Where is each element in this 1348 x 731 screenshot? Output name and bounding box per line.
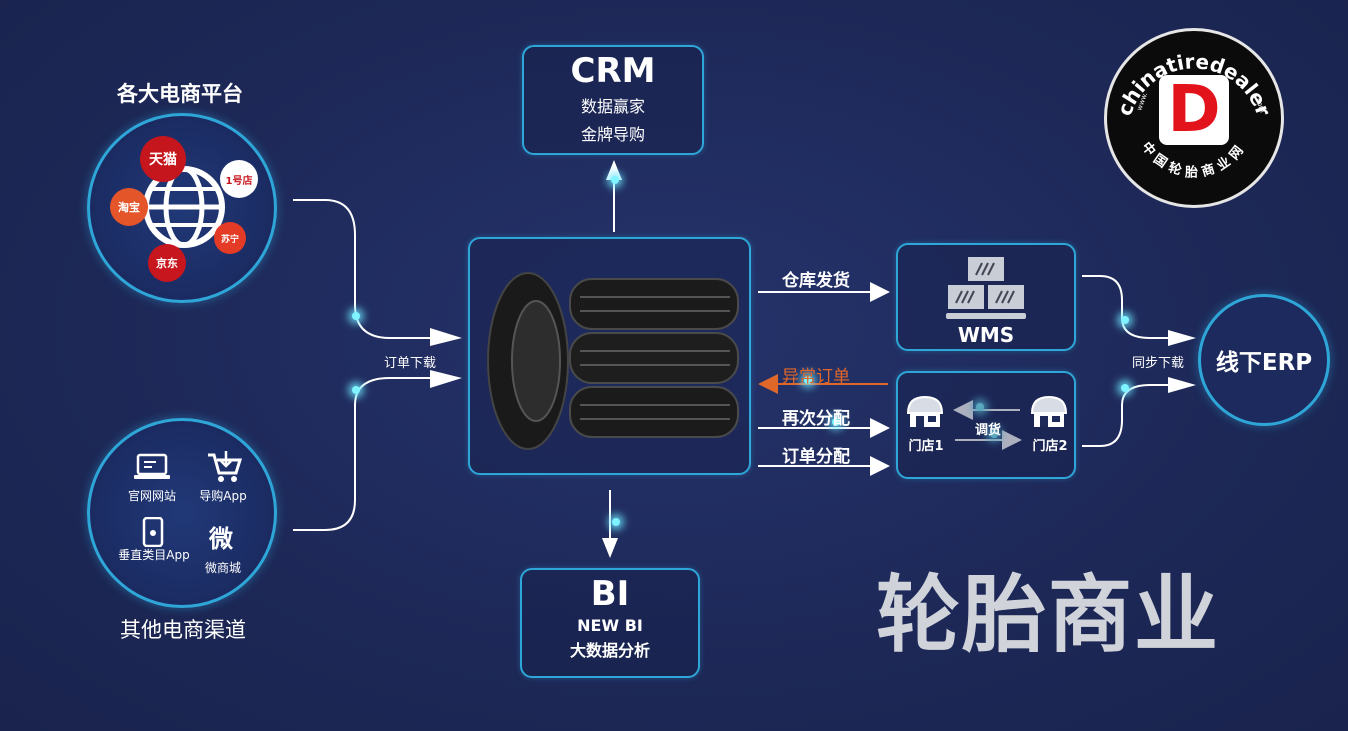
store2-label: 门店2 — [1032, 439, 1068, 454]
glow-dot — [1121, 316, 1129, 324]
channel-app-label: 导购App — [199, 489, 247, 503]
channel-vertical-app-label: 垂直类目App — [118, 548, 190, 562]
jd-badge: 京东 — [148, 244, 186, 282]
wei-icon: 微 — [209, 525, 233, 553]
sync-download-label: 同步下载 — [1131, 356, 1184, 371]
glow-dot — [976, 403, 984, 411]
bi-title: BI — [590, 574, 630, 614]
tmall-badge: 天猫 — [140, 136, 186, 182]
logo-letter: D — [1167, 73, 1221, 147]
channel-website-label: 官网网站 — [127, 489, 176, 503]
crm-line1: 数据赢家 — [580, 97, 645, 116]
glow-dot — [1121, 384, 1129, 392]
channels-circle: 官网网站 导购App 垂直类目App 微 微商城 — [87, 418, 277, 608]
store-icon — [906, 395, 944, 427]
crm-line2: 金牌导购 — [580, 125, 645, 144]
order-download-label: 订单下载 — [383, 356, 436, 371]
laptop-icon — [134, 453, 170, 479]
logo-white-square — [1159, 75, 1229, 145]
watermark-text: 轮胎商业 — [876, 566, 1221, 664]
glow-dot — [352, 386, 360, 394]
suning-badge: 苏宁 — [214, 222, 246, 254]
line-channels-to-center — [293, 377, 455, 531]
glow-dot — [832, 418, 840, 426]
arrow-head — [606, 160, 622, 180]
store-icon — [1030, 395, 1068, 427]
glow-dot — [352, 312, 360, 320]
crm-box: CRM 数据赢家 金牌导购 — [522, 45, 704, 155]
glow-dot — [612, 518, 620, 526]
bi-line1: NEW BI — [577, 616, 643, 635]
tires-image — [487, 272, 739, 450]
glow-dot — [611, 176, 619, 184]
abnormal-order-label: 异常订单 — [782, 367, 850, 387]
tires-box — [468, 237, 751, 475]
channels-title: 其他电商渠道 — [120, 618, 246, 642]
phone-icon — [142, 517, 164, 547]
yhd-badge: 1号店 — [220, 160, 258, 198]
erp-title: 线下ERP — [1215, 350, 1313, 376]
bi-box: BI NEW BI 大数据分析 — [520, 568, 700, 678]
platforms-title: 各大电商平台 — [117, 82, 243, 106]
channel-weishop-label: 微商城 — [204, 561, 241, 575]
arrow-head — [1168, 330, 1196, 346]
arrow-head — [602, 538, 618, 558]
glow-dot — [990, 430, 998, 438]
warehouse-boxes-icon — [946, 257, 1026, 319]
chinatiredealer-logo: chinatiredealer 中国轮胎商业网 www. .com D — [1104, 28, 1284, 208]
line-platforms-to-center — [293, 199, 455, 339]
glow-dot — [804, 376, 812, 384]
line-stores-to-erp — [1082, 384, 1190, 447]
store1-label: 门店1 — [908, 439, 944, 454]
globe-icon — [143, 166, 225, 248]
arrow-head — [430, 370, 462, 388]
order-distribute-label: 订单分配 — [782, 447, 850, 467]
redistribute-label: 再次分配 — [782, 409, 850, 429]
warehouse-ship-label: 仓库发货 — [782, 271, 850, 291]
cart-icon — [208, 451, 242, 482]
bi-line2: 大数据分析 — [569, 641, 650, 660]
platforms-circle: 天猫 淘宝 京东 1号店 苏宁 — [87, 113, 277, 303]
arrow-head — [430, 328, 462, 346]
stores-box: 门店1 门店2 调货 — [896, 371, 1076, 479]
line-wms-to-erp — [1082, 275, 1190, 339]
taobao-badge: 淘宝 — [110, 188, 148, 226]
arrow-head — [1168, 377, 1196, 393]
crm-title: CRM — [570, 51, 656, 91]
transfer-label: 调货 — [974, 423, 1001, 438]
wms-box: WMS — [896, 243, 1076, 351]
erp-circle: 线下ERP — [1198, 294, 1330, 426]
wms-title: WMS — [957, 323, 1015, 347]
